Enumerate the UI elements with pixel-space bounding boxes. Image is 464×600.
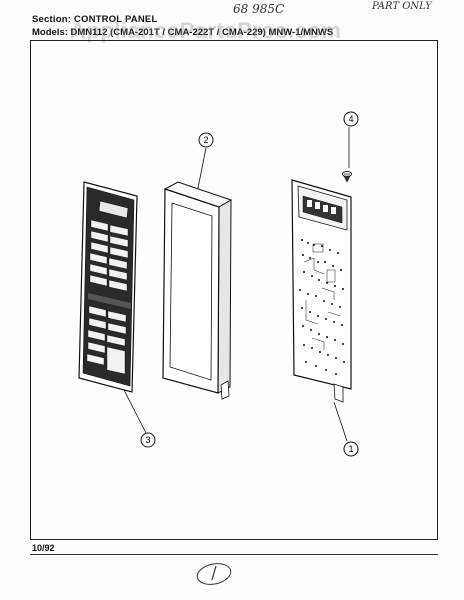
watermark: AppliancePartsPros.com [70,18,342,43]
revision-date: 10/92 [32,543,55,553]
handwritten-circle-mark [196,563,232,585]
callout-2-label: 2 [203,135,208,145]
section-label: Section: [32,14,72,25]
callout-4: 4 [343,111,359,127]
models-header: Models: DMN112 (CMA-201T / CMA-222T / CM… [32,27,442,38]
leader-lines [123,127,350,442]
handwritten-note-2: PART ONLY [372,1,432,12]
control-board[interactable] [291,179,352,403]
handwritten-note-1: 68 985C [233,2,285,16]
callout-3: 3 [140,432,156,448]
circuit-traces [299,239,345,375]
control-panel-frame[interactable] [162,181,233,400]
diagram-frame [30,40,438,540]
section-header: Section: CONTROL PANEL [32,14,157,25]
section-value: CONTROL PANEL [73,14,158,25]
screw[interactable] [342,170,352,183]
callout-1-label: 1 [348,444,353,454]
callout-3-label: 3 [145,435,150,445]
models-label: Models: [32,27,68,38]
callout-4-label: 4 [348,114,353,124]
callout-1: 1 [343,441,359,457]
touchpad-overlay[interactable] [78,181,138,393]
callout-2: 2 [198,132,214,148]
models-value: DMN112 (CMA-201T / CMA-222T / CMA-229) M… [70,27,334,38]
footer-divider [30,554,438,555]
